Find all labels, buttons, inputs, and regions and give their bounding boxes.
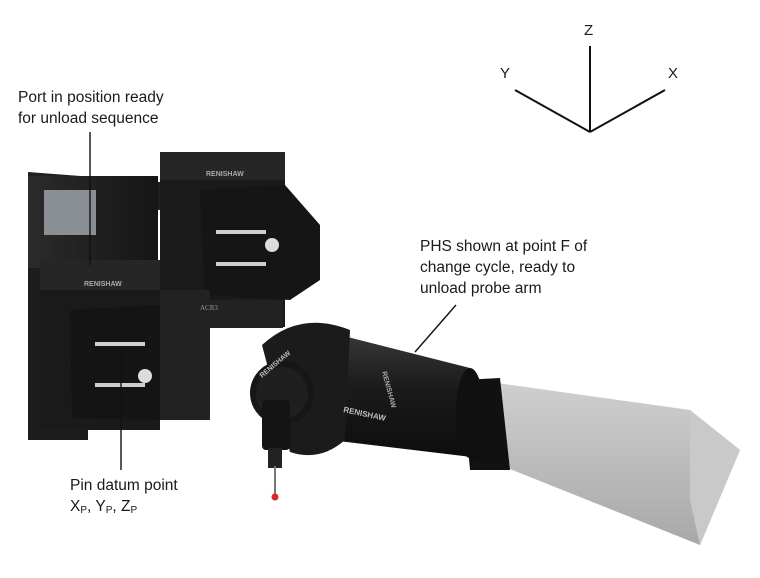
y-axis-line: [514, 89, 591, 133]
port-rack: [28, 152, 320, 440]
stylus-tip: [271, 493, 279, 501]
pin-z-sub: P: [130, 505, 138, 516]
probe-module: [262, 400, 290, 450]
x-axis-line: [589, 89, 666, 133]
pin-callout-line1: Pin datum point: [70, 477, 178, 494]
axis-label-z: Z: [584, 22, 594, 39]
phs-leader-line: [414, 304, 457, 353]
pin-callout-line2: XP, YP, ZP: [70, 496, 178, 521]
port-callout-line1: Port in position ready: [18, 89, 164, 106]
upper-port-pin: [216, 230, 266, 234]
rack-top-brand: RENISHAW: [206, 171, 244, 178]
phs-callout-line3: unload probe arm: [420, 280, 542, 297]
pin-y-sub: P: [105, 505, 113, 516]
phs-callout-line1: PHS shown at point F of: [420, 238, 588, 255]
port-callout-line2: for unload sequence: [18, 110, 159, 127]
pin-x-sub: P: [80, 505, 88, 516]
phs-callout: PHS shown at point F of change cycle, re…: [420, 236, 587, 299]
probe-head-assembly: [250, 322, 740, 545]
pin-callout: Pin datum point XP, YP, ZP: [70, 475, 178, 521]
port-callout: Port in position ready for unload sequen…: [18, 87, 164, 129]
axis-triad: [514, 46, 666, 133]
pin-x-label: X: [70, 498, 81, 515]
lower-port-pin: [95, 342, 145, 346]
pin-sep-1: ,: [87, 498, 96, 515]
rack-model-mark: ACR3: [200, 304, 218, 312]
probe-extension-bar: [490, 382, 740, 545]
pin-sep-2: ,: [112, 498, 121, 515]
upper-port-lid: [200, 185, 320, 300]
phs-callout-line2: change cycle, ready to: [420, 259, 576, 276]
rack-window: [44, 190, 96, 235]
axis-label-y: Y: [500, 65, 511, 82]
rack-lower-brand: RENISHAW: [84, 281, 122, 288]
pin-z-label: Z: [121, 498, 131, 515]
probe-main-body: [320, 330, 480, 458]
axis-label-x: X: [668, 65, 679, 82]
pin-y-label: Y: [95, 498, 106, 515]
